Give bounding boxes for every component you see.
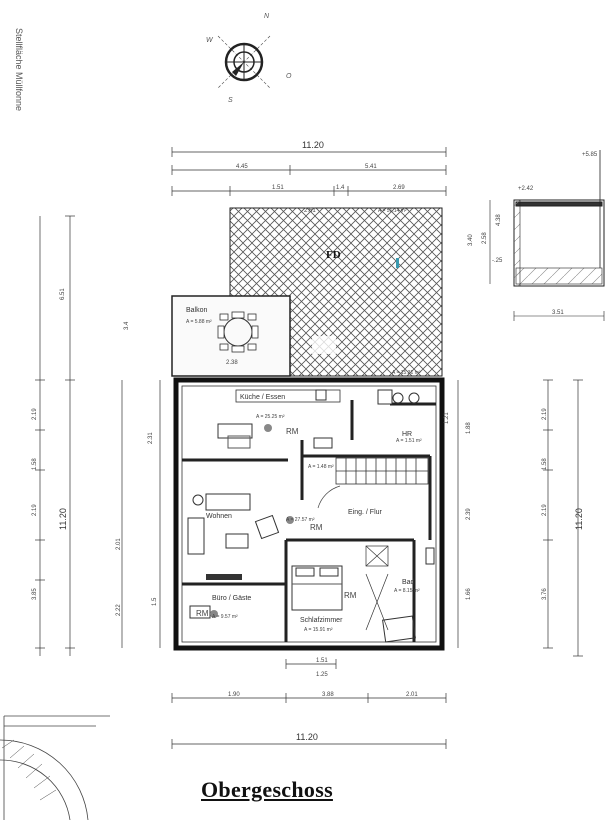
dim-bottom-3: 2.01 <box>406 692 418 698</box>
dim-overall-depth-left: 11.20 <box>58 508 68 530</box>
section-h5: -.25 <box>492 258 503 264</box>
compass-icon: N S W O <box>206 13 292 104</box>
room-buero-name: Büro / Gäste <box>212 595 251 602</box>
room-flur-tag: RM <box>310 523 323 532</box>
dim-left-1: 6.51 <box>60 288 66 300</box>
room-hr-area: A = 1.51 m² <box>396 438 422 444</box>
balcony: Balkon A = 5.88 m² <box>171 295 291 377</box>
section-h2: +2.42 <box>518 186 534 192</box>
dim-overall-width-top: 11.20 <box>302 140 324 150</box>
dim-right-7: 1.66 <box>466 588 472 600</box>
room-schlaf-area: A = 15.91 m² <box>304 627 333 633</box>
dim-top-5: 2.69 <box>393 185 405 191</box>
dim-left-3: 2.19 <box>32 408 38 420</box>
section-h1: +5.85 <box>582 152 598 158</box>
right-dimension-chains <box>457 379 583 657</box>
misc-1: 2.61 <box>304 208 316 214</box>
room-flur-area: A = 27.57 m² <box>286 517 315 523</box>
hall-marker <box>286 516 294 524</box>
dim-bottom-4: 1.51 <box>316 658 328 664</box>
closet <box>365 545 389 631</box>
room-kueche-name: Küche / Essen <box>240 394 285 401</box>
section-h4: 3.40 <box>468 234 474 246</box>
staircase <box>335 457 429 485</box>
room-buero-tag: RM <box>196 609 209 618</box>
compass-w-label: W <box>206 37 214 44</box>
roof-drain-icon <box>396 258 399 268</box>
room-bad-name: Bad <box>402 579 415 586</box>
top-dimension-chains <box>171 147 447 196</box>
compass-s-label: S <box>228 97 233 104</box>
dim-right-4: 3.76 <box>542 588 548 600</box>
roof-area-2: A = 15.31 m² <box>392 370 421 376</box>
dim-top-1: 4.45 <box>236 164 248 170</box>
room-schlaf-tag: RM <box>344 591 357 600</box>
side-note: Stellfläche Müllfonne <box>14 28 24 111</box>
bottom-dimension-chains <box>171 659 447 749</box>
misc-3: 2.31 <box>148 432 154 444</box>
dim-left-8: 1.5 <box>152 597 158 606</box>
dim-left-4: 1.58 <box>32 458 38 470</box>
dim-overall-depth-right: 11.20 <box>574 508 584 530</box>
dim-top-3: 1.51 <box>272 185 284 191</box>
dim-left-5: 2.19 <box>32 504 38 516</box>
room-schlaf-name: Schlafzimmer <box>300 617 343 624</box>
section-h3: 2.58 <box>482 232 488 244</box>
dim-left-6: 2.01 <box>116 538 122 550</box>
dim-top-2: 5.41 <box>365 164 377 170</box>
dim-right-1: 2.19 <box>542 408 548 420</box>
room-balkon-area: A = 5.88 m² <box>186 319 212 325</box>
room-kueche-area: A = 25.25 m² <box>256 414 285 420</box>
section-detail <box>489 150 605 321</box>
dim-bottom-1: 1.90 <box>228 692 240 698</box>
dim-bottom-5: 1.25 <box>316 672 328 678</box>
roof-label: FD <box>326 249 341 261</box>
office-area: Büro / Gäste A = 9.57 m² RM <box>189 574 251 620</box>
room-buero-area: A = 9.57 m² <box>212 614 238 620</box>
dim-bottom-2: 3.88 <box>322 692 334 698</box>
dim-right-3: 2.19 <box>542 504 548 516</box>
dim-left-2: 3.4 <box>124 321 130 330</box>
section-width: 3.51 <box>552 310 564 316</box>
page-title: Obergeschoss <box>201 777 333 802</box>
dim-right-6: 2.39 <box>466 508 472 520</box>
living-area: Wohnen <box>187 493 280 555</box>
compass-n-label: N <box>264 13 270 20</box>
bedroom-area: RM Schlafzimmer A = 15.91 m² <box>291 565 357 633</box>
room-bad-area: A = 8.15 m² <box>394 588 420 594</box>
outer-wall <box>173 377 445 651</box>
room-hr-name: HR <box>402 431 412 438</box>
room-wohnen-name: Wohnen <box>206 513 232 520</box>
misc-2: 2.38 <box>226 360 238 366</box>
kitchen-area: Küche / Essen A = 25.25 m² RM <box>217 389 420 449</box>
dim-left-9: 2.22 <box>116 604 122 616</box>
entrance-stair-sketch <box>0 715 110 820</box>
roof-area: A = 51.14 m² <box>378 208 407 214</box>
room-treppe-area: A = 1.48 m² <box>308 464 334 470</box>
dim-right-5: 1.88 <box>466 422 472 434</box>
roof-hatch-gap <box>312 336 336 354</box>
bathroom-area: Bad A = 8.15 m² <box>382 547 435 643</box>
dim-right-2: 1.58 <box>542 458 548 470</box>
section-h6: 4.38 <box>496 214 502 226</box>
door-swing <box>317 485 341 509</box>
room-flur-name: Eing. / Flur <box>348 509 383 516</box>
misc-4: 1.21 <box>444 412 450 424</box>
dim-overall-width-bottom: 11.20 <box>296 732 318 742</box>
dim-top-4: 1.4 <box>336 185 345 191</box>
dim-left-7: 3.85 <box>32 588 38 600</box>
compass-o-label: O <box>286 73 292 80</box>
inner-wall-line <box>181 385 437 643</box>
room-kueche-tag: RM <box>286 427 299 436</box>
room-balkon-name: Balkon <box>186 307 208 314</box>
left-dimension-chains <box>35 215 161 656</box>
